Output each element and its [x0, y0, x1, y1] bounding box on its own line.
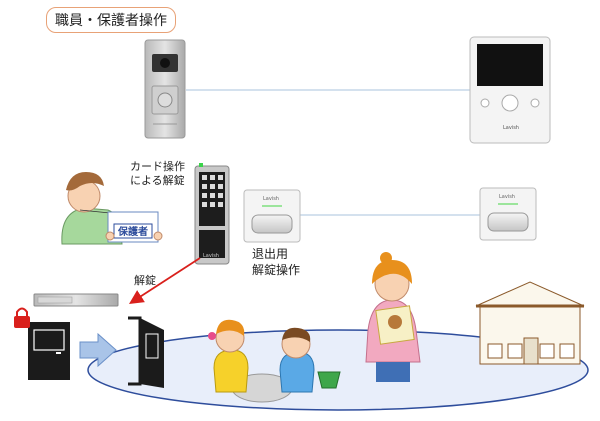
exit-switch-right: Lavish — [479, 187, 537, 241]
locked-door — [28, 322, 70, 380]
unlock-process-arrow — [79, 332, 117, 368]
exit-switch-left: Lavish — [243, 189, 301, 243]
monitor-brand: Lavish — [503, 125, 519, 131]
exit-unlock-label: 退出用 解錠操作 — [252, 246, 300, 278]
card-operation-line-1: カード操作 — [130, 160, 185, 173]
exit-unlock-line-2: 解錠操作 — [252, 263, 301, 277]
padlock-icon — [14, 307, 30, 328]
intercom-door-station — [144, 39, 186, 139]
exit-unlock-line-1: 退出用 — [252, 247, 289, 261]
card-operation-label: カード操作 による解錠 — [130, 160, 185, 188]
indoor-monitor: Lavish — [469, 36, 551, 144]
parent-with-card-illustration: 保護者 — [61, 172, 163, 245]
magnetic-lock — [33, 293, 119, 307]
reader-brand: Lavish — [203, 253, 219, 259]
unlock-arrow — [128, 257, 201, 304]
building-illustration — [475, 281, 585, 365]
open-door — [128, 316, 164, 388]
children-playing-illustration — [208, 319, 341, 403]
ground-area — [87, 329, 589, 411]
operator-tag: 職員・保護者操作 — [46, 7, 176, 33]
svg-text:Lavish: Lavish — [263, 196, 279, 202]
unlock-label: 解錠 — [134, 274, 156, 287]
caregiver-illustration — [365, 252, 421, 382]
card-operation-line-2: による解錠 — [130, 174, 185, 187]
card-reader: Lavish — [194, 163, 230, 265]
svg-text:Lavish: Lavish — [499, 194, 515, 200]
guardian-badge-text: 保護者 — [117, 225, 148, 238]
